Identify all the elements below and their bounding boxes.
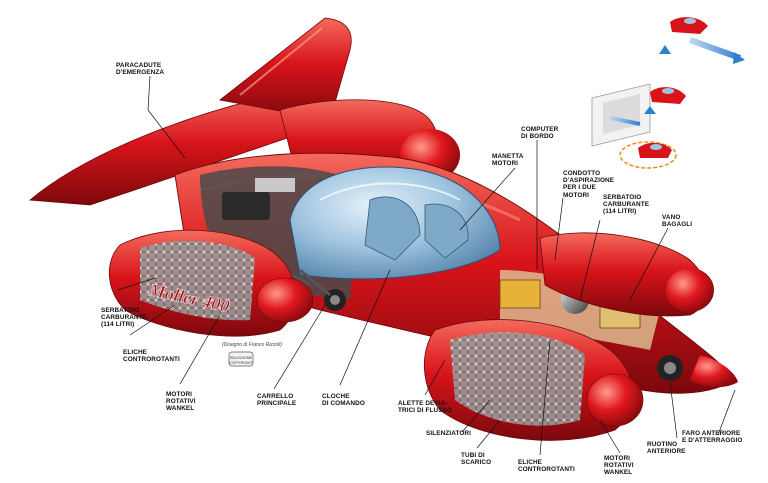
copyright-seal (228, 351, 254, 367)
copyright-seal-text: SELEZIONE COPYRIGHT (229, 355, 253, 365)
leader-carrello (273, 304, 326, 390)
label-motori-left: MOTORI ROTATIVI WANKEL (166, 391, 196, 413)
label-serbatoio-left: SERBATOIO CARBURANTE (114 LITRI) (101, 307, 148, 329)
illustration-credit: (Disegno di Franco Rizzoli) (222, 342, 283, 348)
label-cloche: CLOCHE DI COMANDO (322, 393, 365, 408)
tail-fin (219, 17, 352, 121)
leader-eliche-left (129, 304, 176, 336)
label-condotto: CONDOTTO D'ASPIRAZIONE PER I DUE MOTORI (563, 170, 615, 199)
label-paracadute: PARACADUTE D'EMERGENZA (116, 62, 165, 77)
label-silenziatori: SILENZIATORI (426, 430, 471, 437)
leader-faro (717, 389, 736, 436)
label-computer: COMPUTER DI BORDO (521, 126, 559, 141)
label-eliche-left: ELICHE CONTROROTANTI (123, 349, 180, 364)
leader-condotto (554, 197, 564, 261)
leader-serbatoio-left (117, 277, 156, 291)
leader-manetta (459, 167, 516, 231)
leader-serbatoio-right (579, 219, 601, 301)
leader-paracadute (147, 75, 186, 159)
label-ruotino: RUOTINO ANTERIORE (647, 441, 686, 456)
leader-silenziatori (461, 399, 491, 433)
leader-motori-bottom (599, 419, 621, 454)
label-motori-bottom: MOTORI ROTATIVI WANKEL (604, 455, 634, 477)
label-vano: VANO BAGAGLI (662, 214, 693, 229)
leader-eliche-bottom (539, 339, 551, 456)
label-alette: ALETTE DEVIA- TRICI DI FLUSSO (398, 400, 453, 415)
flight-sequence-inset (591, 17, 745, 169)
nose-cone (690, 355, 738, 388)
leader-alette (424, 359, 446, 396)
leader-ruotino (669, 381, 678, 439)
leader-vano (629, 227, 669, 301)
label-serbatoio-right: SERBATOIO CARBURANTE (114 LITRI) (603, 194, 650, 216)
leader-cloche (339, 269, 391, 386)
leader-motori-left (179, 314, 221, 385)
label-manetta: MANETTA MOTORI (492, 153, 524, 168)
label-eliche-bottom: ELICHE CONTROROTANTI (518, 459, 575, 474)
label-tubi: TUBI DI SCARICO (461, 452, 492, 467)
label-faro: FARO ANTERIORE E D'ATTERRAGGIO (682, 430, 743, 445)
leader-tubi (476, 419, 501, 449)
label-carrello: CARRELLO PRINCIPALE (257, 393, 297, 408)
